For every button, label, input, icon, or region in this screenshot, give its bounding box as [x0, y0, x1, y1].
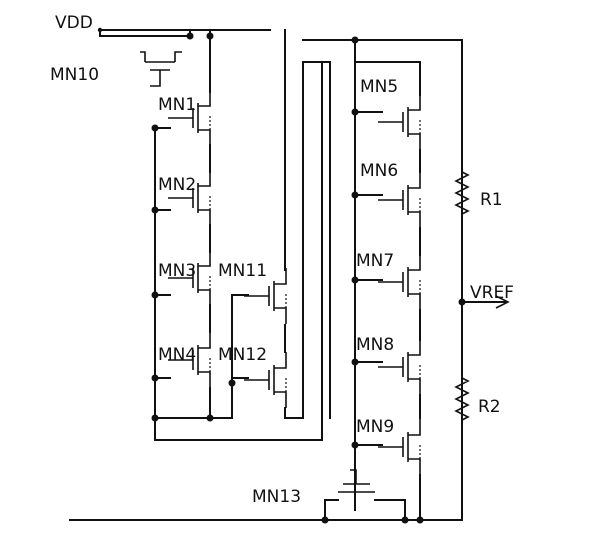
- mn4-label: MN4: [158, 345, 196, 365]
- mn12-label: MN12: [218, 345, 267, 365]
- mn6-label: MN6: [360, 161, 398, 181]
- vref-label: VREF: [470, 283, 514, 303]
- mn9-label: MN9: [356, 417, 394, 437]
- mn3-label: MN3: [158, 261, 196, 281]
- mn7-label: MN7: [356, 251, 394, 271]
- wiring: [69, 27, 510, 521]
- vdd-label: VDD: [55, 13, 93, 33]
- mn2-label: MN2: [158, 175, 196, 195]
- junction-nodes: [151, 32, 466, 524]
- transistors: [140, 51, 421, 493]
- mn5-label: MN5: [360, 77, 398, 97]
- r1-label: R1: [480, 190, 503, 210]
- mn1-label: MN1: [158, 95, 196, 115]
- mn10-label: MN10: [50, 65, 99, 85]
- mn11-label: MN11: [218, 261, 267, 281]
- labels: VDD MN10 MN1 MN2 MN3 MN11 MN4 MN12 MN5 M…: [50, 13, 514, 507]
- mn13-label: MN13: [252, 487, 301, 507]
- r2-label: R2: [478, 397, 501, 417]
- mn8-label: MN8: [356, 335, 394, 355]
